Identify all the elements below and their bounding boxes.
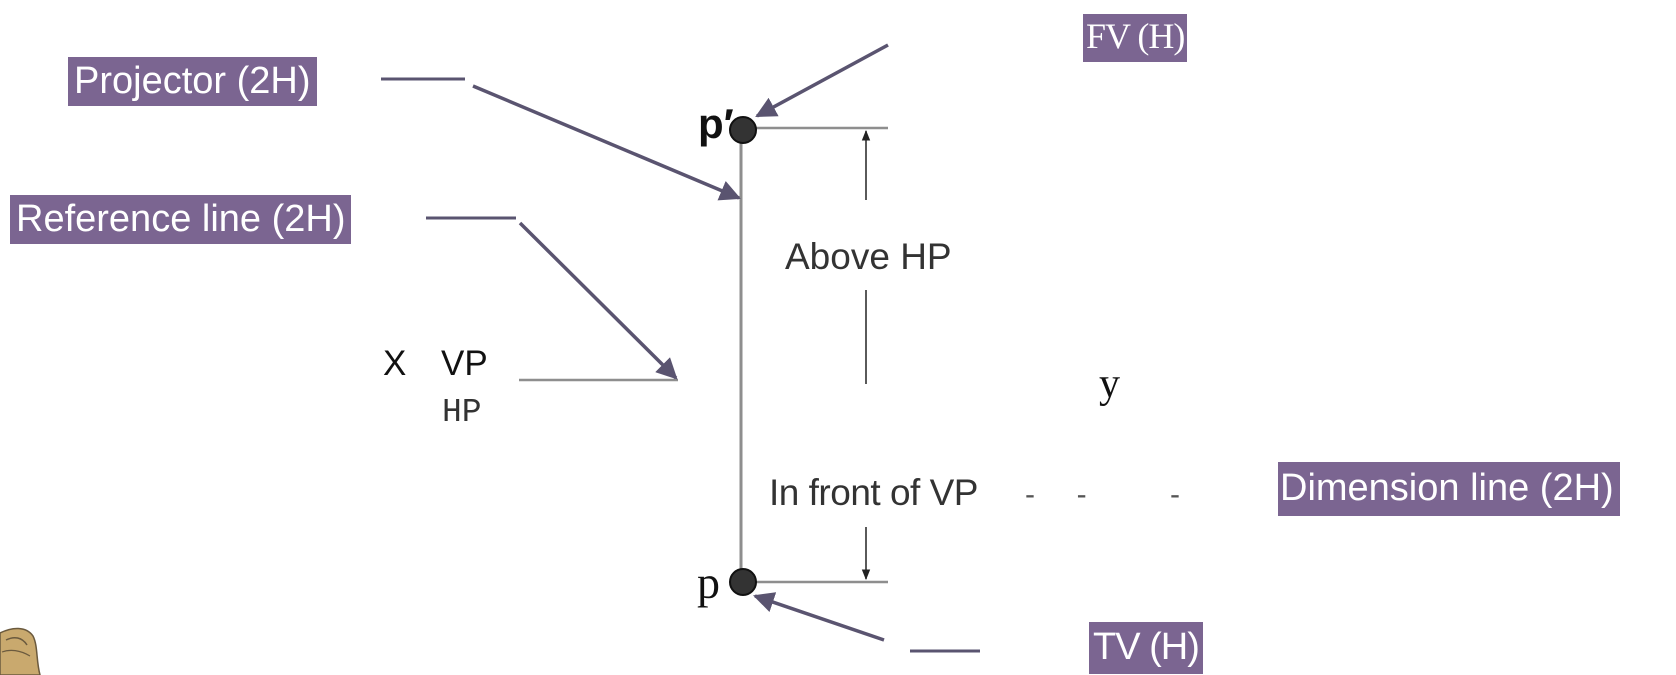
point-front-view [729,116,757,144]
leader-tv-arrow [753,592,885,642]
leader-projector-arrow [472,84,741,201]
y-label: y [1099,361,1120,407]
corner-figure-image [0,627,41,675]
callout-dimension-line: Dimension line (2H) [1278,462,1620,516]
callout-fv: FV (H) [1083,14,1188,62]
point-front-label: p′ [698,100,734,147]
dimension-dashes: - - - [1025,478,1180,511]
in-front-of-vp-label: In front of VP [769,472,978,513]
hp-label: HP [442,394,482,431]
callout-projector: Projector (2H) [68,57,317,106]
above-hp-label: Above HP [785,236,952,277]
leader-fv-arrow [755,43,889,118]
callout-tv: TV (H) [1089,622,1203,674]
vp-label: VP [441,344,488,383]
point-top-view [729,568,757,596]
leader-reference-arrow [518,221,678,380]
callout-reference-line: Reference line (2H) [10,195,352,244]
point-top-label: p [697,557,720,608]
x-label: X [383,344,407,383]
